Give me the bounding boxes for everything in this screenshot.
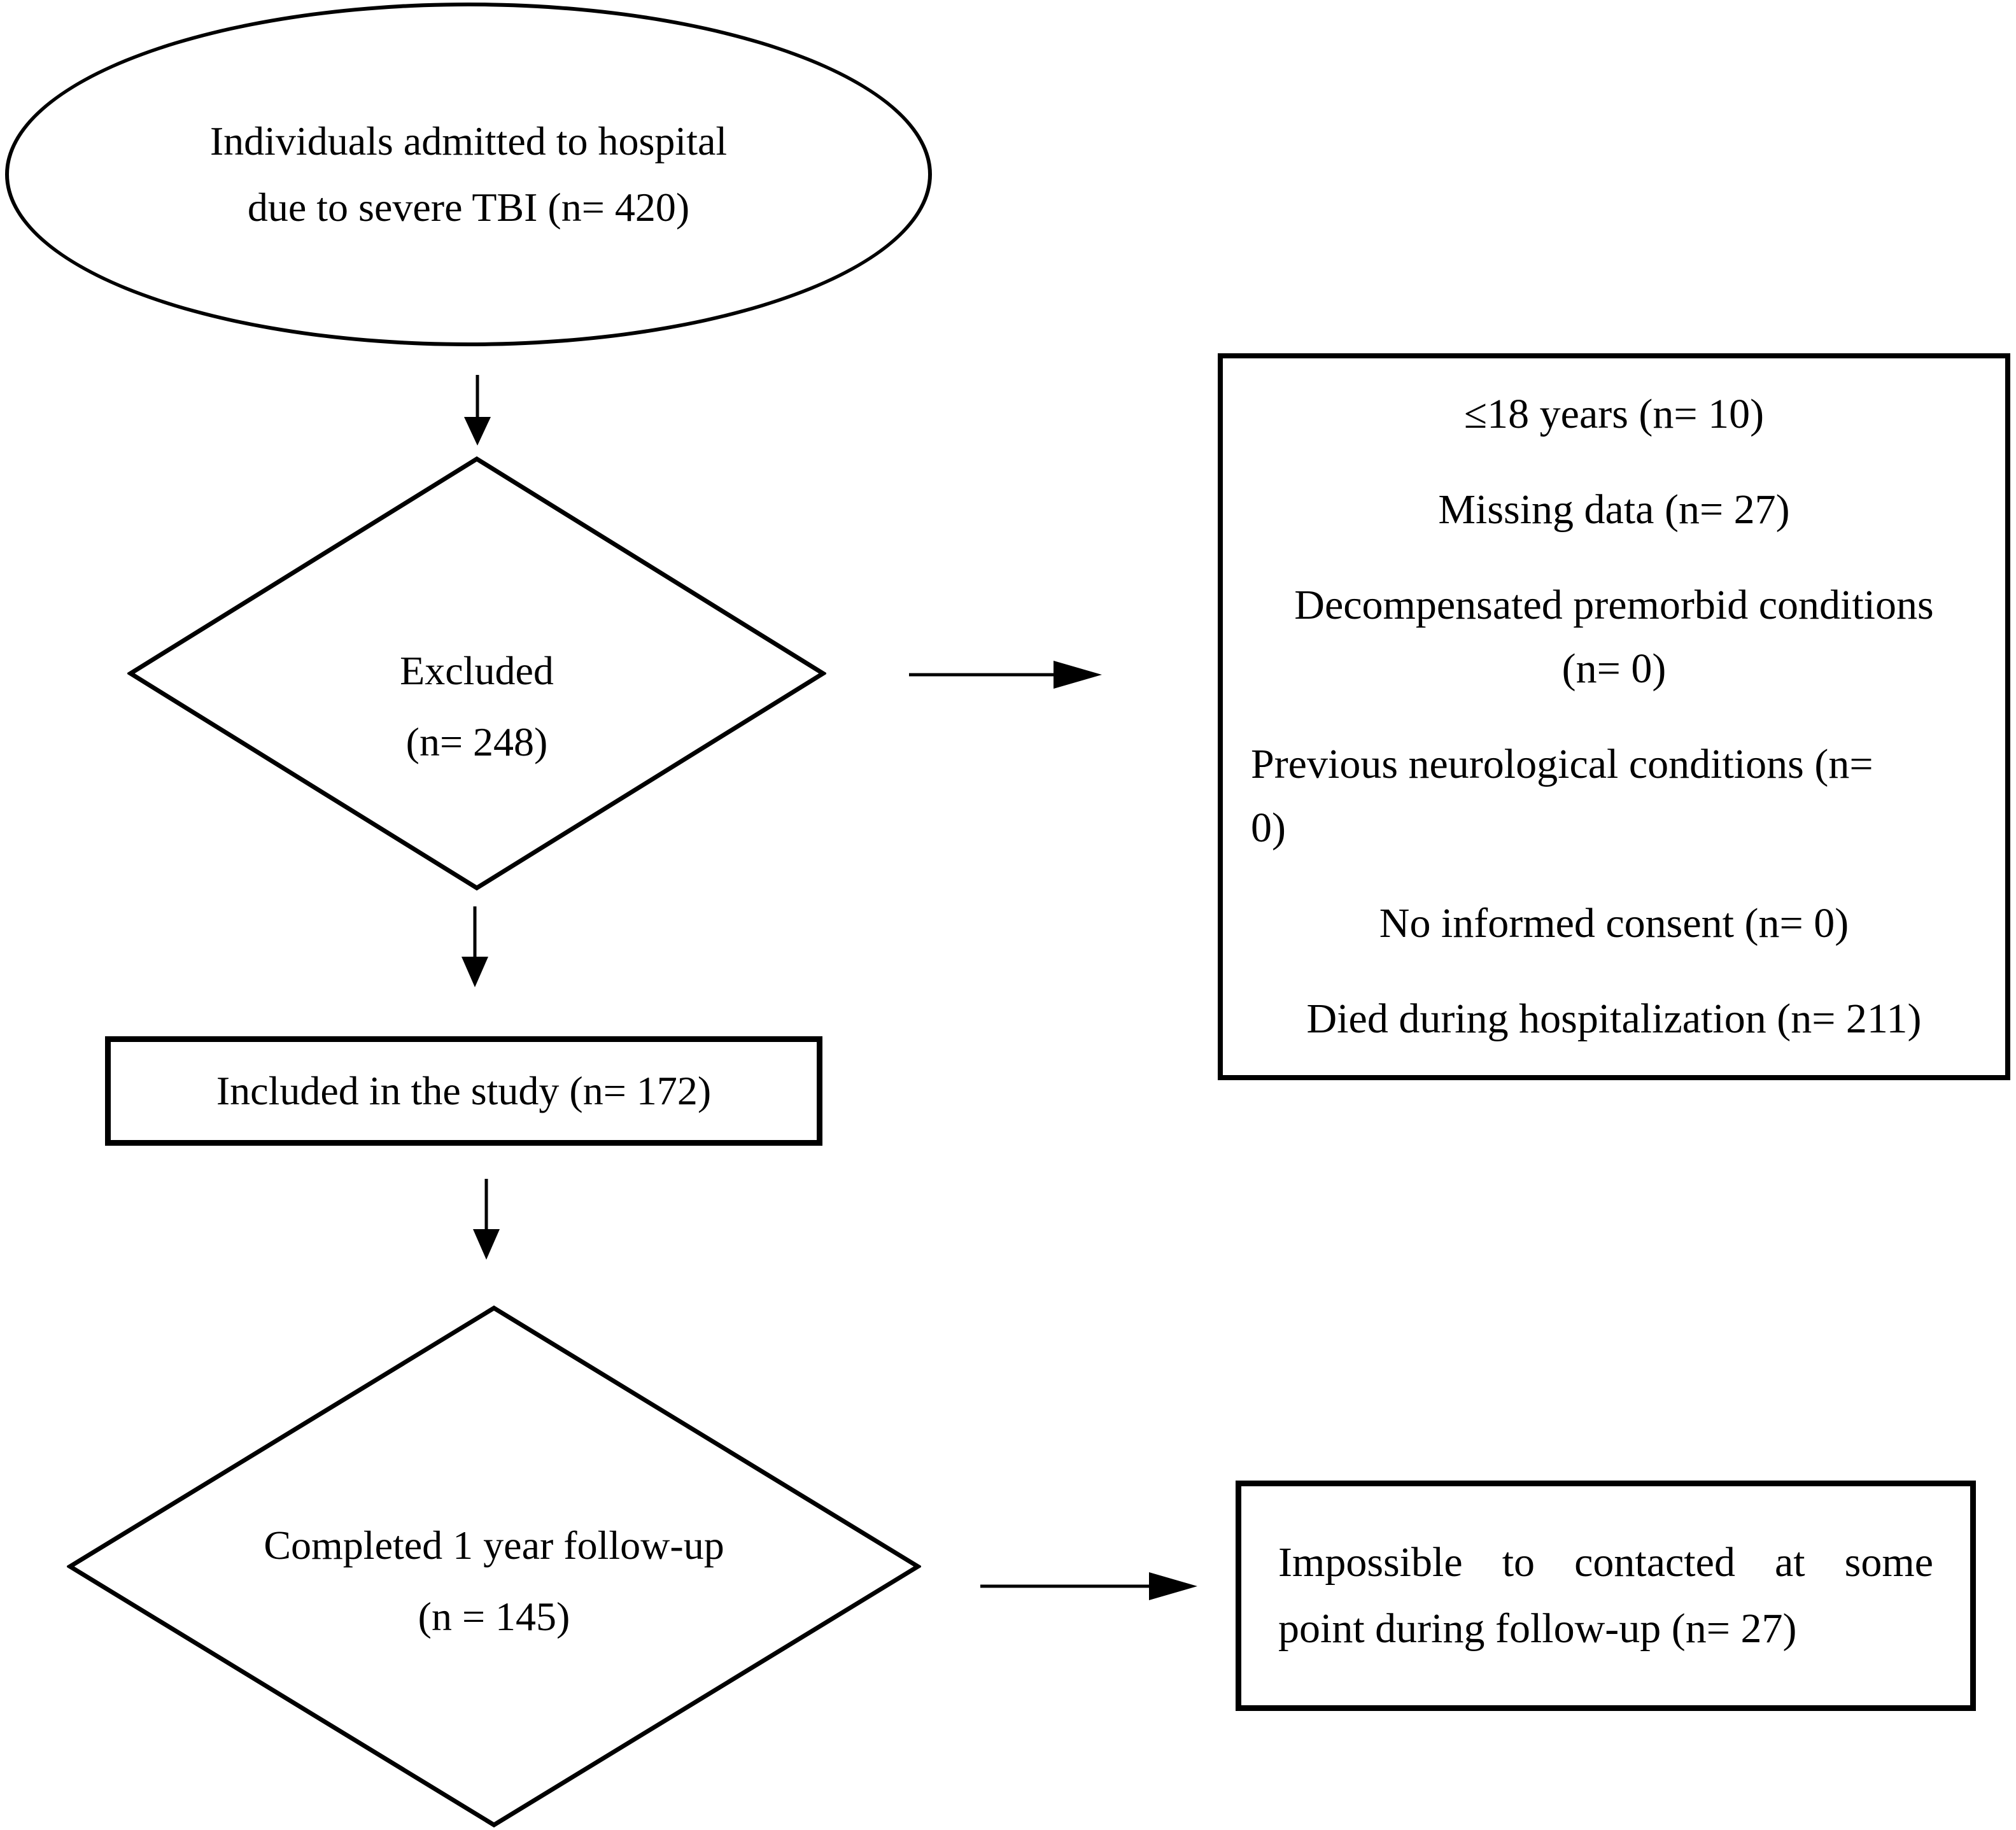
included-box: Included in the study (n= 172)	[105, 1036, 822, 1146]
exclusion-reason-died: Died during hospitalization (n= 211)	[1306, 996, 1922, 1042]
not-contacted-box: Impossible to contacted at some point du…	[1236, 1481, 1976, 1711]
arrow-down-3	[462, 1175, 513, 1264]
followup-diamond-shape	[67, 1305, 921, 1828]
not-contacted-text-line1: Impossible to contacted at some	[1278, 1539, 1933, 1586]
arrow-down-1	[452, 372, 503, 449]
excluded-diamond-node: Excluded (n= 248)	[127, 456, 826, 891]
excluded-diamond-shape	[127, 456, 826, 891]
exclusion-reason-age: ≤18 years (n= 10)	[1463, 391, 1765, 437]
arrow-right-icon	[980, 1572, 1197, 1600]
exclusion-reason-premorbid: Decompensated premorbid conditions (n= 0…	[1294, 582, 1934, 692]
included-text: Included in the study (n= 172)	[216, 1068, 712, 1113]
arrow-down-icon	[473, 1179, 500, 1260]
excluded-text-line1: Excluded	[400, 648, 554, 693]
arrow-down-icon	[462, 906, 488, 987]
arrow-right-1	[907, 656, 1106, 694]
admitted-text-line2: due to severe TBI (n= 420)	[247, 185, 690, 230]
exclusion-reason-neurological: Previous neurological conditions (n= 0)	[1251, 741, 1873, 851]
exclusion-reason-consent: No informed consent (n= 0)	[1379, 900, 1849, 947]
not-contacted-text-line2: point during follow-up (n= 27)	[1278, 1605, 1797, 1652]
followup-text-line2: (n = 145)	[418, 1594, 570, 1639]
exclusion-reasons-box: ≤18 years (n= 10) Missing data (n= 27) D…	[1218, 353, 2010, 1080]
admitted-ellipse-node: Individuals admitted to hospital due to …	[5, 3, 932, 346]
excluded-text-line2: (n= 248)	[405, 719, 548, 764]
arrow-right-2	[978, 1567, 1201, 1605]
followup-text-line1: Completed 1 year follow-up	[264, 1523, 724, 1568]
arrow-down-icon	[464, 375, 491, 446]
admitted-text-line1: Individuals admitted to hospital	[209, 118, 728, 164]
exclusion-reason-missing-data: Missing data (n= 27)	[1438, 486, 1790, 533]
arrow-right-icon	[909, 661, 1102, 689]
followup-diamond-node: Completed 1 year follow-up (n = 145)	[67, 1305, 921, 1828]
arrow-down-2	[451, 903, 502, 992]
